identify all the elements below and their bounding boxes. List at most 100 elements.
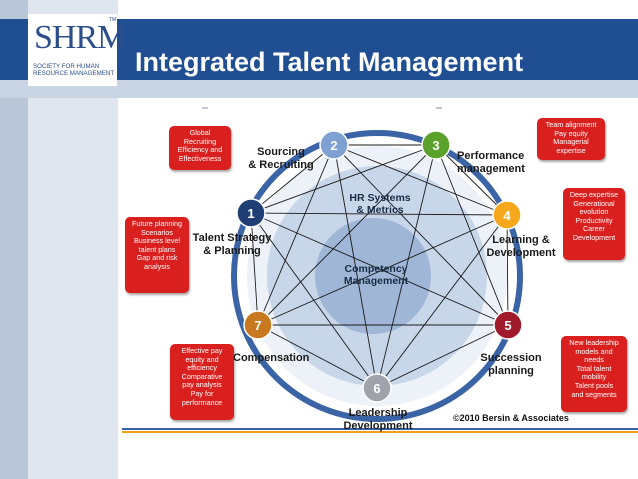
competency-line: Management (343, 275, 409, 287)
hr-systems-line: & Metrics (356, 204, 404, 216)
node-label-succession: Succession planning (474, 352, 548, 378)
callout-line: talent plans (138, 244, 176, 254)
connection-line (250, 212, 509, 326)
node-label-learning: Learning & Development (483, 234, 559, 260)
callout-line: Talent pools (574, 380, 614, 390)
connection-line (506, 214, 509, 326)
node-label-strategy: Talent Strategy & Planning (189, 232, 275, 258)
node-5: 5 (493, 310, 523, 340)
node-label-sourcing: Sourcing & Recruiting (243, 146, 319, 172)
connection-line (376, 214, 508, 389)
callout-line: Career (583, 224, 605, 234)
node-number: 4 (503, 208, 511, 223)
node-label-line: management (457, 163, 525, 175)
competency-label: Competency Management (318, 263, 434, 287)
callout-succession: New leadership models and needs Total ta… (561, 336, 627, 412)
callout-line: Pay for (190, 388, 214, 398)
node-circle (493, 310, 523, 340)
node-label-line: Learning & (492, 234, 550, 246)
callout-line: Managerial (553, 137, 589, 147)
callout-line: evolution (579, 207, 609, 217)
node-circle (492, 200, 522, 230)
callout-line: Development (572, 232, 616, 242)
node-label-compensation: Compensation (233, 352, 309, 365)
node-number: 6 (373, 381, 380, 396)
connection-line (257, 144, 335, 326)
slide-title: Integrated Talent Management (135, 47, 524, 77)
callout-line: mobility (581, 372, 607, 382)
callout-line: performance (181, 397, 223, 407)
node-label-leadership: Leadership Development (338, 407, 418, 433)
callout-line: pay analysis (182, 380, 222, 390)
callout-line: Scenarios (141, 227, 173, 237)
callout-line: Efficiency and (177, 145, 223, 155)
connection-line (257, 324, 378, 389)
connection-line (250, 144, 335, 214)
callout-line: Gap and risk (136, 253, 178, 263)
logo-tagline-line: RESOURCE MANAGEMENT (33, 70, 115, 77)
node-6: 6 (362, 373, 392, 403)
callout-line: and segments (571, 389, 617, 399)
node-1: 1 (236, 198, 266, 228)
callout-line: Productivity (575, 215, 613, 225)
logo-tagline-line: SOCIETY FOR HUMAN (33, 63, 100, 70)
connection-line (376, 324, 509, 389)
callout-line: Pay equity (554, 128, 588, 138)
connection-line (333, 144, 509, 326)
callout-strategy: Future planning Scenarios Business level… (125, 217, 189, 293)
callout-line: expertise (556, 145, 586, 155)
connection-line (257, 144, 437, 326)
node-label-line: Succession (480, 352, 542, 364)
connection-line (250, 144, 437, 214)
callout-line: needs (584, 355, 604, 365)
callout-compensation: Effective pay equity and efficiency Comp… (170, 344, 234, 420)
logo-trademark: TM (109, 17, 117, 23)
callout-line: Generational (573, 198, 615, 208)
node-label-line: planning (488, 365, 534, 377)
node-4: 4 (492, 200, 522, 230)
callout-line: Future planning (132, 219, 182, 228)
callout-line: Global (189, 128, 211, 137)
node-label-line: Development (486, 247, 556, 259)
logo-tagline: SOCIETY FOR HUMAN RESOURCE MANAGEMENT (33, 63, 115, 77)
callout-line: Business level (134, 236, 180, 246)
shrm-logo: SHRM TM SOCIETY FOR HUMAN RESOURCE MANAG… (28, 14, 127, 86)
callout-line: Recruiting (183, 136, 217, 146)
node-2: 2 (319, 130, 349, 160)
node-circle (362, 373, 392, 403)
connection-line (333, 144, 378, 389)
node-label-performance: Performance management (457, 150, 525, 176)
node-number: 1 (247, 206, 254, 221)
callout-line: Comparative (181, 371, 223, 381)
node-label-line: & Planning (203, 245, 261, 257)
connection-line (257, 214, 508, 326)
node-label-line: Sourcing (257, 146, 305, 158)
connection-line (376, 144, 437, 389)
hr-systems-line: HR Systems (349, 192, 411, 204)
node-number: 7 (254, 318, 261, 333)
node-label-line: & Recruiting (248, 159, 314, 171)
node-label-line: Compensation (233, 352, 310, 364)
copyright-notice: ©2010 Bersin & Associates (453, 413, 569, 423)
node-number: 2 (330, 138, 337, 153)
callout-line: efficiency (187, 363, 217, 373)
callout-learning: Deep expertise Generational evolution Pr… (563, 188, 625, 260)
callout-line: analysis (144, 261, 170, 271)
logo-mark: SHRM (34, 19, 127, 56)
node-number: 5 (504, 318, 511, 333)
callout-sourcing: Global Recruiting Efficiency and Effecti… (169, 126, 231, 170)
callout-line: New leadership (569, 338, 619, 347)
callout-line: equity and (185, 354, 219, 364)
callout-line: Deep expertise (569, 190, 619, 199)
callout-line: Effectiveness (178, 153, 222, 163)
connection-line (435, 144, 509, 326)
node-circle (421, 130, 451, 160)
node-circle (319, 130, 349, 160)
node-label-line: Talent Strategy (192, 232, 272, 244)
node-label-line: Performance (457, 150, 525, 162)
header-underline-strip (0, 80, 638, 98)
callout-performance: Team alignment Pay equity Managerial exp… (537, 118, 605, 160)
competency-line: Competency (344, 263, 408, 275)
